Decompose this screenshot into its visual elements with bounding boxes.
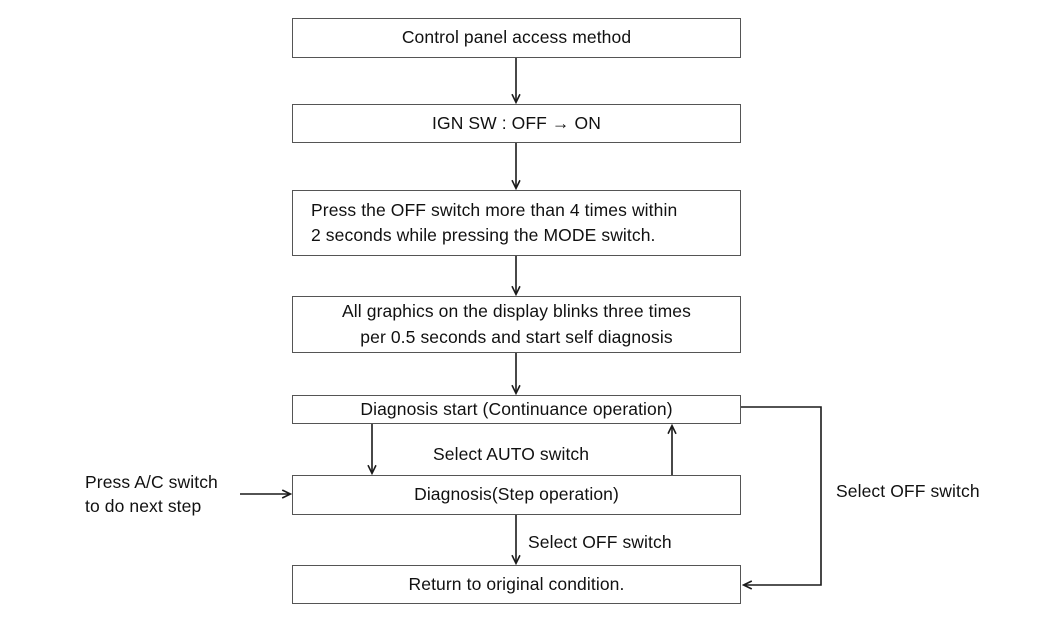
node-label: Diagnosis start (Continuance operation)	[360, 398, 673, 419]
node-return-to-original-condition[interactable]: Return to original condition.	[292, 565, 741, 604]
node-label: All graphics on the display blinks three…	[342, 301, 691, 347]
edge-label-select-off-switch-center: Select OFF switch	[528, 532, 672, 552]
node-press-off-switch[interactable]: Press the OFF switch more than 4 times w…	[292, 190, 741, 256]
node-label: Return to original condition.	[408, 573, 625, 594]
edge-label-press-ac-switch: Press A/C switch to do next step	[85, 472, 218, 516]
edge-label-select-auto-switch: Select AUTO switch	[433, 444, 590, 464]
node-label: Diagnosis(Step operation)	[414, 484, 619, 505]
node-ign-sw[interactable]: IGN SW : OFF → ON	[292, 104, 741, 143]
node-label: Control panel access method	[401, 27, 632, 48]
node-control-panel-access-method[interactable]: Control panel access method	[292, 18, 741, 58]
node-all-graphics-blink[interactable]: All graphics on the display blinks three…	[292, 296, 741, 353]
node-label: IGN SW : OFF → ON	[432, 112, 601, 133]
connector-n5-n7-right-loop	[741, 406, 822, 585]
edge-label-select-off-switch-right: Select OFF switch	[836, 481, 980, 501]
node-label: Press the OFF switch more than 4 times w…	[311, 199, 678, 245]
node-diagnosis-step-operation[interactable]: Diagnosis(Step operation)	[292, 475, 741, 515]
node-diagnosis-start[interactable]: Diagnosis start (Continuance operation)	[292, 395, 741, 424]
